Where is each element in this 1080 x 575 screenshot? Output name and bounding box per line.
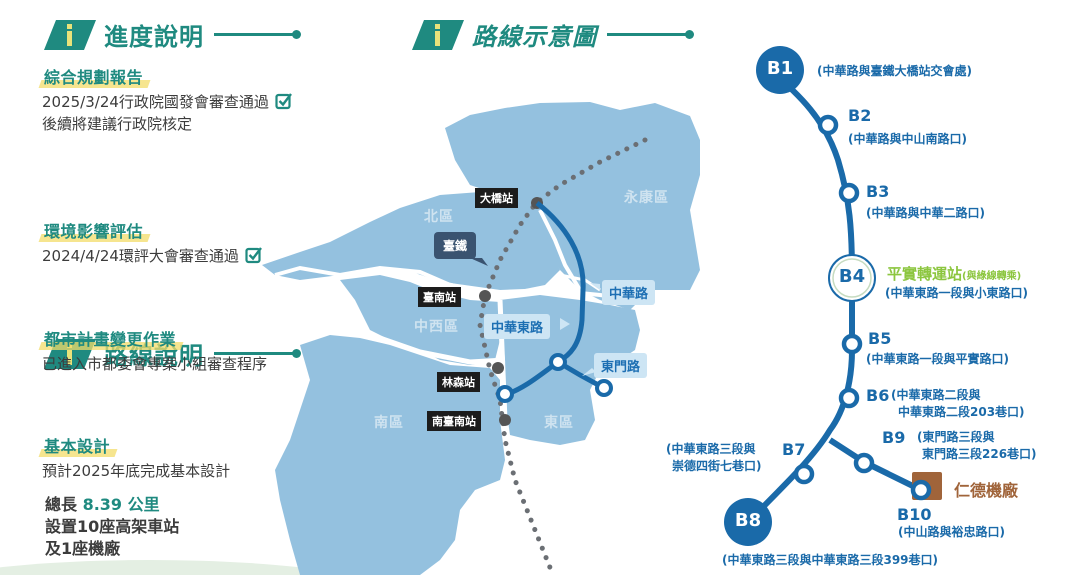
district-north-shape <box>262 192 560 292</box>
road-zhonghua-east-label: 中華東路 <box>484 314 551 339</box>
station-b7-code: B7 <box>782 440 806 459</box>
district-south-shape <box>275 335 505 575</box>
station-b9-desc2: 東門路三段226巷口) <box>922 447 1037 461</box>
district-east-label: 東區 <box>544 415 574 431</box>
progress-heading: 環境影響評估 <box>42 218 145 242</box>
tainan-station-dot <box>479 290 491 302</box>
station-b4-code: B4 <box>838 266 866 287</box>
station-b3-desc: (中華路與中華二路口) <box>866 206 985 220</box>
road-zhonghua-label: 中華路 <box>602 280 656 305</box>
route-summary: 總長 8.39 公里 設置10座高架車站 及1座機廠 <box>45 495 180 558</box>
station-b7-desc1: (中華東路三段與 <box>666 442 756 456</box>
checkbox-checked-icon <box>275 93 292 110</box>
blue-line-map <box>504 201 586 398</box>
station-b9-code: B9 <box>882 428 906 447</box>
checkbox-checked-icon <box>245 247 262 264</box>
depot-label: 仁德機廠 <box>954 481 1019 500</box>
station-b5-desc: (中華東路一段與平實路口) <box>866 352 1009 366</box>
linsen-station-label: 林森站 <box>437 372 480 392</box>
station-b4-name: 平實轉運站(與綠線轉乘) <box>887 265 1022 283</box>
station-b2-code: B2 <box>848 106 872 125</box>
total-length: 8.39 公里 <box>82 495 160 514</box>
progress-item-basic-design: 基本設計 預計2025年底完成基本設計 <box>42 433 1080 482</box>
info-icon <box>44 19 96 50</box>
decorative-hill <box>0 560 353 575</box>
station-b8-code: B8 <box>734 510 762 531</box>
station-b1-desc: (中華路與臺鐵大橋站交會處) <box>817 64 972 78</box>
south-tainan-station-label: 南臺南站 <box>427 411 481 431</box>
railway-tag: 臺鐵 <box>434 232 477 259</box>
station-b7-desc2: 崇德四街七巷口) <box>672 459 762 473</box>
progress-heading: 綜合規劃報告 <box>42 64 145 88</box>
tainan-station-label: 臺南站 <box>418 287 461 307</box>
progress-item-eia: 環境影響評估 2024/4/24環評大會審查通過 <box>42 218 1080 267</box>
station-b3-code: B3 <box>866 182 890 201</box>
station-b10-code: B10 <box>897 505 932 524</box>
station-b4-desc: (中華東路一段與小東路口) <box>885 286 1028 300</box>
station-b6-desc1: (中華東路二段與 <box>891 388 981 402</box>
station-b1-code: B1 <box>766 58 794 79</box>
station-b8-circle <box>724 498 772 546</box>
title-rule <box>214 349 301 358</box>
progress-heading: 基本設計 <box>42 433 112 457</box>
station-b9-desc1: (東門路三段與 <box>917 430 995 444</box>
district-south-label: 南區 <box>374 415 404 431</box>
station-b5-code: B5 <box>868 329 892 348</box>
title-rule <box>214 30 301 39</box>
info-icon <box>412 19 464 50</box>
progress-item-urban-plan: 都市計畫變更作業 已進入市都委會專案小組審查程序 <box>42 326 1080 375</box>
station-b8-desc: (中華東路三段與中華東路三段399巷口) <box>722 553 939 567</box>
station-b1-circle <box>756 46 804 94</box>
station-b2-desc: (中華路與中山南路口) <box>848 132 967 146</box>
south-tainan-station-dot <box>499 414 511 426</box>
district-west-central-label: 中西區 <box>414 319 459 335</box>
road-dongmen-label: 東門路 <box>594 353 648 378</box>
progress-heading: 都市計畫變更作業 <box>42 326 178 350</box>
progress-section-header: 進度說明 <box>44 17 301 52</box>
title-rule <box>607 30 694 39</box>
district-north-label: 北區 <box>424 209 454 225</box>
district-yongkang-label: 永康區 <box>624 190 669 206</box>
linsen-station-dot <box>492 362 504 374</box>
daqiao-station-label: 大橋站 <box>475 188 518 208</box>
station-b6-code: B6 <box>866 386 890 405</box>
progress-title: 進度說明 <box>104 23 204 51</box>
diagram-title: 路線示意圖 <box>472 23 597 51</box>
station-b10-desc: (中山路與裕忠路口) <box>898 525 1005 539</box>
diagram-section-header: 路線示意圖 <box>412 17 694 52</box>
progress-item-planning: 綜合規劃報告 2025/3/24行政院國發會審查通過 後續將建議行政院核定 <box>42 64 1080 135</box>
district-yongkang-shape <box>445 102 700 310</box>
station-b6-desc2: 中華東路二段203巷口) <box>898 405 1025 419</box>
railway-line <box>477 137 648 575</box>
